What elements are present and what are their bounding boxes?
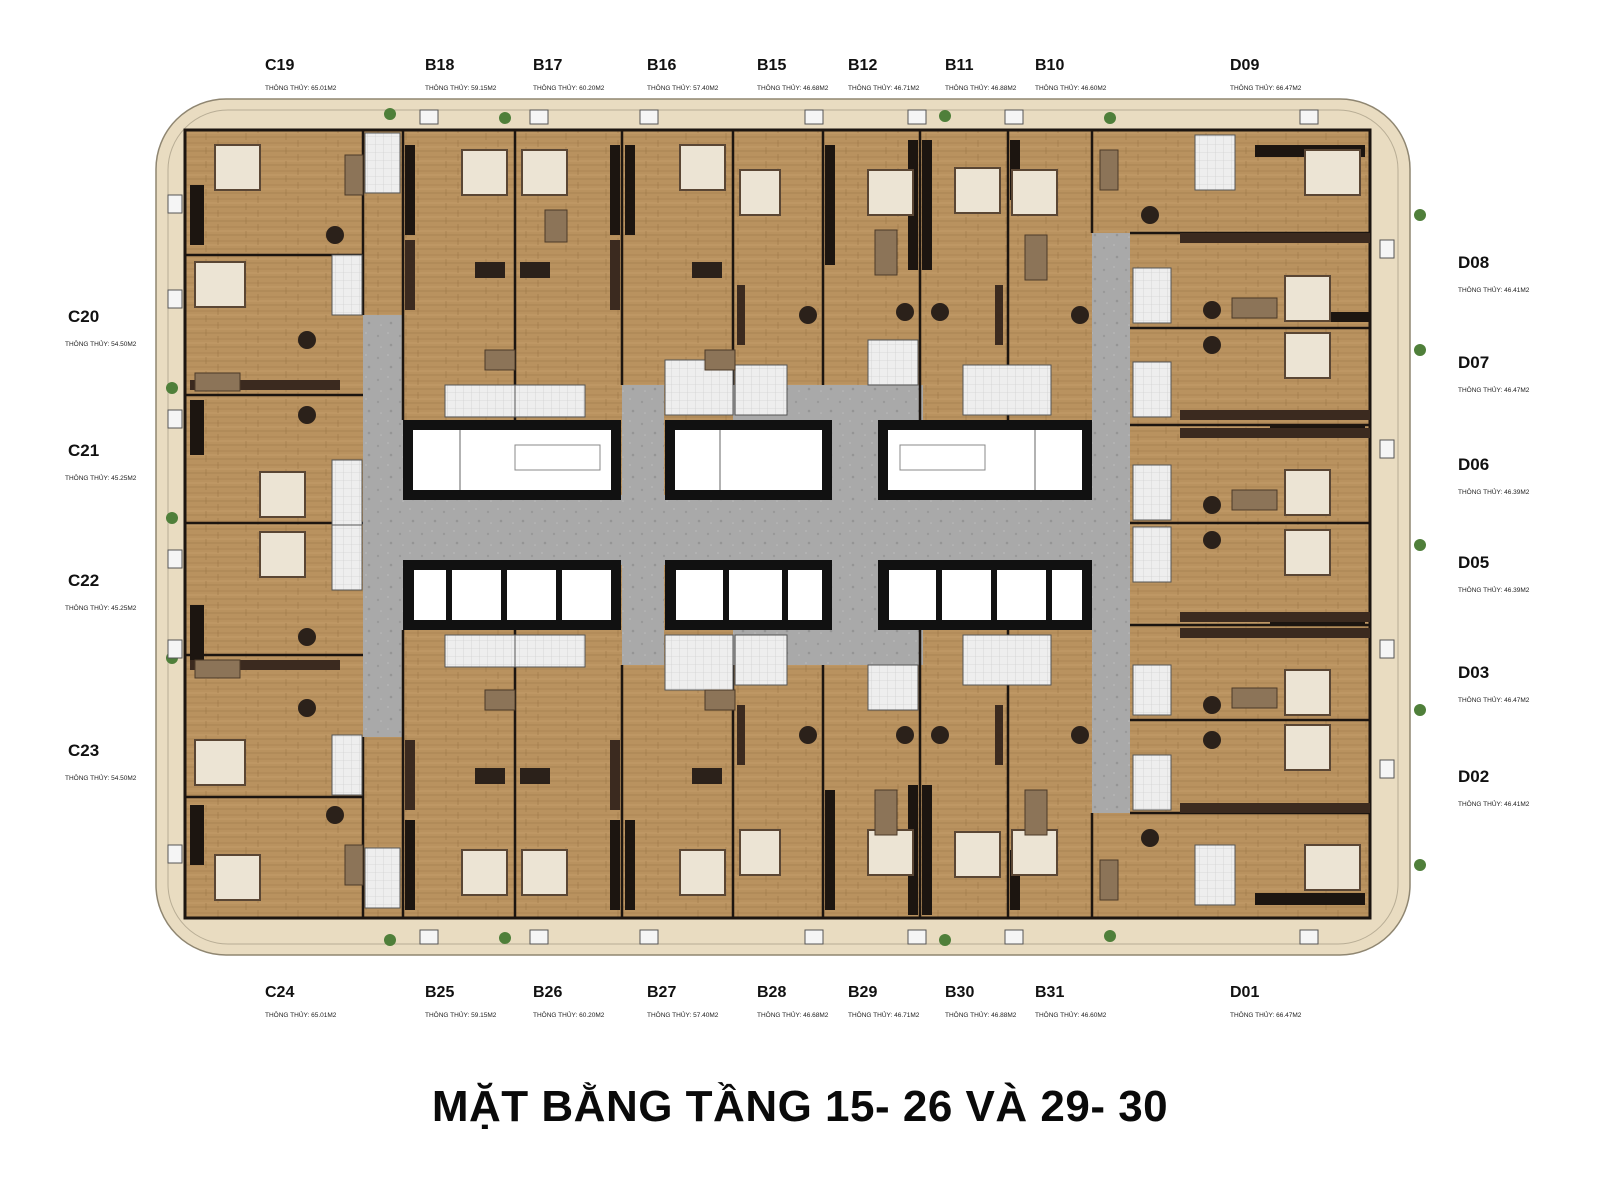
labels-top: C19 THÔNG THỦY: 65.01M2 B18 THÔNG THỦY: …	[265, 57, 1302, 92]
unit-area-b10: THÔNG THỦY: 46.60M2	[1035, 83, 1107, 92]
unit-code-b16: B16	[647, 57, 676, 74]
sofas	[194, 149, 1278, 901]
unit-area-b30: THÔNG THỦY: 46.88M2	[945, 1010, 1017, 1019]
unit-code-b15: B15	[757, 57, 786, 74]
unit-area-c22: THÔNG THỦY: 45.25M2	[65, 603, 137, 612]
unit-code-c19: C19	[265, 57, 294, 74]
unit-code-c23: C23	[68, 741, 99, 760]
bathrooms	[331, 132, 1236, 909]
unit-area-b25: THÔNG THỦY: 59.15M2	[425, 1010, 497, 1019]
unit-area-d06: THÔNG THỦY: 46.39M2	[1458, 487, 1530, 496]
unit-area-b26: THÔNG THỦY: 60.20M2	[533, 1010, 605, 1019]
unit-area-b29: THÔNG THỦY: 46.71M2	[848, 1010, 920, 1019]
unit-area-b11: THÔNG THỦY: 46.88M2	[945, 83, 1017, 92]
unit-code-b30: B30	[945, 984, 974, 1001]
floor-plan: C19 THÔNG THỦY: 65.01M2 B18 THÔNG THỦY: …	[65, 57, 1530, 1019]
corridor	[363, 233, 1130, 813]
unit-code-d09: D09	[1230, 57, 1259, 74]
ac-units	[167, 109, 1395, 945]
plan-title: MẶT BẰNG TẦNG 15- 26 VÀ 29- 30	[431, 1082, 1169, 1131]
unit-area-c23: THÔNG THỦY: 54.50M2	[65, 773, 137, 782]
elevator-core-top-right	[878, 420, 1092, 500]
unit-area-d01: THÔNG THỦY: 66.47M2	[1230, 1010, 1302, 1019]
unit-area-d05: THÔNG THỦY: 46.39M2	[1458, 585, 1530, 594]
unit-code-d08: D08	[1458, 253, 1489, 272]
unit-area-b17: THÔNG THỦY: 60.20M2	[533, 83, 605, 92]
unit-area-b12: THÔNG THỦY: 46.71M2	[848, 83, 920, 92]
unit-code-b12: B12	[848, 57, 877, 74]
kitchen-counters	[190, 233, 1370, 813]
unit-area-b28: THÔNG THỦY: 46.68M2	[757, 1010, 829, 1019]
unit-area-d08: THÔNG THỦY: 46.41M2	[1458, 285, 1530, 294]
unit-code-d02: D02	[1458, 767, 1489, 786]
unit-area-b18: THÔNG THỦY: 59.15M2	[425, 83, 497, 92]
unit-area-c20: THÔNG THỦY: 54.50M2	[65, 339, 137, 348]
labels-bottom: C24 THÔNG THỦY: 65.01M2 B25 THÔNG THỦY: …	[265, 984, 1302, 1019]
unit-code-d06: D06	[1458, 455, 1489, 474]
dining-tables	[298, 206, 1221, 847]
unit-area-b27: THÔNG THỦY: 57.40M2	[647, 1010, 719, 1019]
labels-left: C20 THÔNG THỦY: 54.50M2 C21 THÔNG THỦY: …	[65, 307, 137, 782]
unit-code-b17: B17	[533, 57, 562, 74]
unit-code-b27: B27	[647, 984, 676, 1001]
unit-code-b31: B31	[1035, 984, 1064, 1001]
unit-code-c22: C22	[68, 571, 99, 590]
unit-code-c21: C21	[68, 441, 99, 460]
elevator-core-top-left	[403, 420, 621, 500]
unit-area-d02: THÔNG THỦY: 46.41M2	[1458, 799, 1530, 808]
unit-area-b15: THÔNG THỦY: 46.68M2	[757, 83, 829, 92]
terrace-inner-edge	[167, 109, 1399, 945]
beds	[194, 144, 1361, 901]
elevator-core-top-middle	[665, 420, 832, 500]
unit-area-d07: THÔNG THỦY: 46.47M2	[1458, 385, 1530, 394]
unit-code-d05: D05	[1458, 553, 1489, 572]
unit-code-b11: B11	[945, 57, 974, 74]
elevator-shafts	[414, 570, 1082, 620]
unit-code-b10: B10	[1035, 57, 1064, 74]
unit-area-c21: THÔNG THỦY: 45.25M2	[65, 473, 137, 482]
unit-code-c20: C20	[68, 307, 99, 326]
plants	[166, 108, 1426, 946]
unit-area-d09: THÔNG THỦY: 66.47M2	[1230, 83, 1302, 92]
unit-code-c24: C24	[265, 984, 294, 1001]
unit-code-d01: D01	[1230, 984, 1259, 1001]
unit-code-d03: D03	[1458, 663, 1489, 682]
unit-area-b31: THÔNG THỦY: 46.60M2	[1035, 1010, 1107, 1019]
unit-code-b29: B29	[848, 984, 877, 1001]
unit-code-b25: B25	[425, 984, 454, 1001]
unit-area-c24: THÔNG THỦY: 65.01M2	[265, 1010, 337, 1019]
unit-code-b28: B28	[757, 984, 786, 1001]
unit-area-b16: THÔNG THỦY: 57.40M2	[647, 83, 719, 92]
labels-right: D08 THÔNG THỦY: 46.41M2 D07 THÔNG THỦY: …	[1458, 253, 1530, 808]
unit-code-d07: D07	[1458, 353, 1489, 372]
unit-area-c19: THÔNG THỦY: 65.01M2	[265, 83, 337, 92]
unit-code-b18: B18	[425, 57, 454, 74]
unit-area-d03: THÔNG THỦY: 46.47M2	[1458, 695, 1530, 704]
unit-code-b26: B26	[533, 984, 562, 1001]
